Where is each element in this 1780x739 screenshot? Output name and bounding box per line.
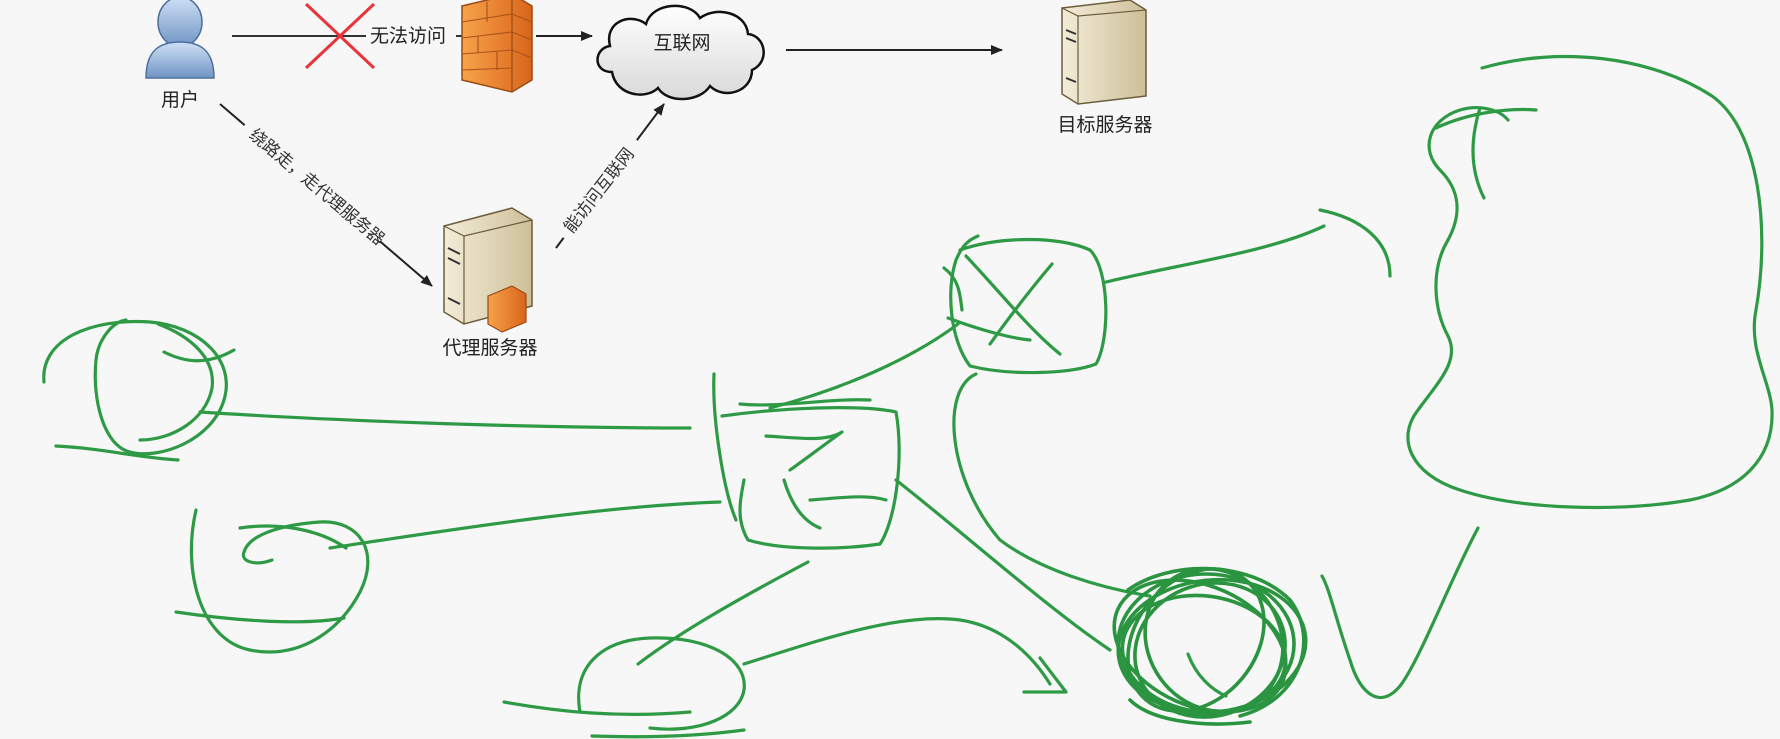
- annotation-circle-1: [42, 318, 236, 462]
- annotation-line-7: [894, 478, 1112, 652]
- cross-mark-icon: [304, 2, 376, 70]
- proxy-server-icon: [443, 207, 533, 333]
- user-label: 用户: [161, 89, 199, 111]
- detour-label-bg: [235, 119, 386, 251]
- proxy-access-label: 能访问互联网: [560, 145, 639, 238]
- blocked-label-bg: [366, 20, 456, 48]
- hand-drawn-annotations: [42, 55, 1774, 739]
- annotation-circle-3: [502, 560, 810, 739]
- annotation-arrowhead-3: [1022, 656, 1068, 694]
- server-icon: [1061, 0, 1147, 105]
- firewall-icon: [461, 0, 533, 93]
- annotation-cloud-outline: [1406, 55, 1774, 509]
- annotation-line-3: [742, 617, 1052, 686]
- proxy-label: 代理服务器: [442, 337, 537, 359]
- annotation-firewall-box: [942, 234, 1108, 375]
- detour-label: 绕路走，走代理服务器: [245, 125, 388, 250]
- blocked-label: 无法访问: [370, 25, 446, 47]
- annotation-line-8: [1320, 526, 1480, 699]
- annotation-circle-2: [174, 508, 370, 654]
- annotation-target-scribble: [1112, 566, 1308, 726]
- proxy-access-label-bg: [554, 134, 647, 245]
- annotation-proxy-sketch: [712, 372, 901, 550]
- annotation-line-4: [1104, 224, 1326, 284]
- target-label: 目标服务器: [1057, 114, 1152, 136]
- internet-label: 互联网: [653, 32, 710, 54]
- annotation-arrow-4: [1318, 208, 1392, 278]
- user-icon: [145, 0, 215, 79]
- annotation-line-2: [328, 500, 722, 550]
- annotation-line-5: [768, 322, 960, 410]
- annotation-line-1: [198, 410, 692, 430]
- annotation-line-6: [952, 372, 1152, 598]
- cloud-icon: [596, 4, 765, 101]
